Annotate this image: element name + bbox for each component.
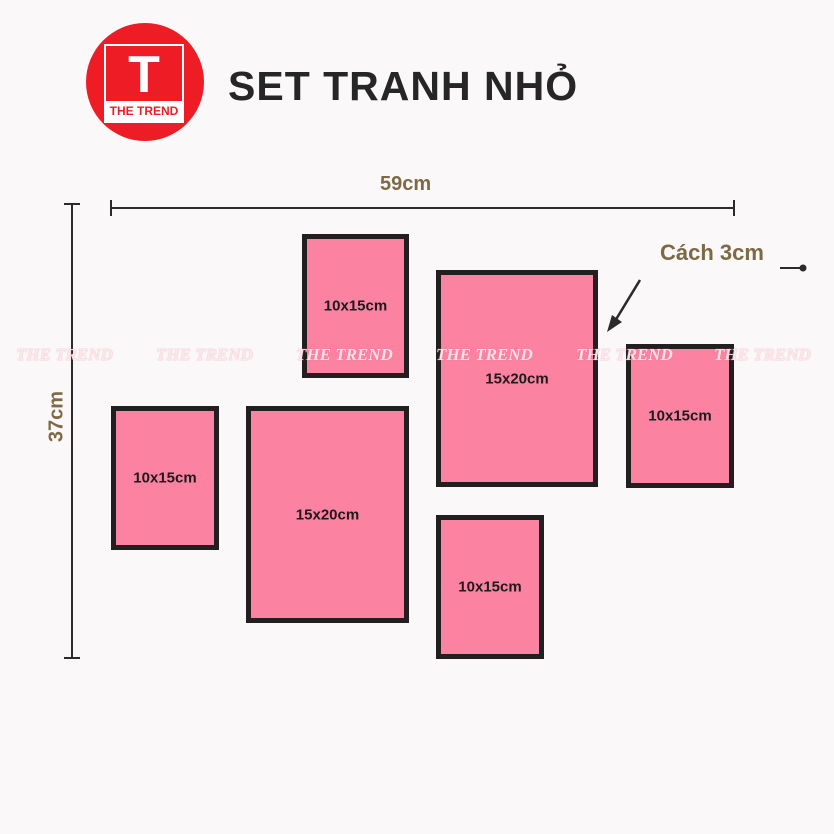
page-title: SET TRANH NHỎ [228, 63, 579, 109]
frame-10x15-top: 10x15cm [302, 234, 409, 378]
frame-10x15-left: 10x15cm [111, 406, 219, 550]
frame-label: 15x20cm [295, 506, 360, 523]
watermark: THE TREND [16, 345, 113, 364]
frame-10x15-bottom: 10x15cm [436, 515, 544, 659]
logo-name: THE TREND [106, 101, 182, 121]
brand-logo: T THE TREND [86, 23, 204, 141]
watermark: THE TREND [296, 345, 393, 364]
watermark: THE TREND [156, 345, 253, 364]
frame-label: 10x15cm [323, 297, 388, 315]
watermark: THE TREND [576, 345, 673, 364]
logo-letter: T [128, 46, 160, 104]
spacing-pointer-dot [799, 264, 807, 272]
frame-label: 10x15cm [458, 578, 522, 596]
watermark: THE TREND [436, 345, 533, 364]
frame-15x20-left: 15x20cm [246, 406, 409, 623]
width-label: 59cm [380, 173, 432, 195]
frame-15x20-right: 15x20cm [436, 270, 598, 487]
frame-label: 10x15cm [648, 407, 712, 425]
logo-box: T THE TREND [104, 44, 184, 123]
frame-label: 10x15cm [133, 469, 197, 487]
spacing-arrow-head [607, 315, 622, 332]
height-label: 37cm [45, 390, 68, 443]
watermark: THE TREND [714, 345, 811, 364]
frame-10x15-far-right: 10x15cm [626, 344, 734, 488]
spacing-label: Cách 3cm [660, 240, 764, 265]
frame-label: 15x20cm [485, 370, 549, 387]
